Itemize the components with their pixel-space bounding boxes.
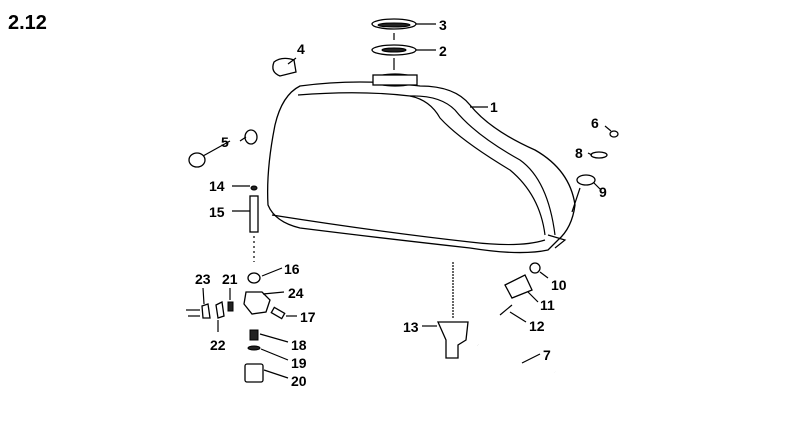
callout-8: 8: [575, 145, 583, 161]
callout-4: 4: [297, 41, 305, 57]
callout-5: 5: [221, 134, 229, 150]
callout-15: 15: [209, 204, 225, 220]
callout-23: 23: [195, 271, 211, 287]
fuel-tank: [267, 73, 576, 254]
callout-1: 1: [490, 99, 498, 115]
callouts: 1 2 3 4 5 6 7 8 9 10 11 12 13 14 15 16 1…: [195, 17, 607, 389]
callout-2: 2: [439, 43, 447, 59]
fuel-tap-13: [436, 262, 469, 359]
cap-gasket: [371, 44, 417, 70]
mount-parts-10-11-12: [499, 262, 541, 316]
callout-21: 21: [222, 271, 238, 287]
callout-24: 24: [288, 285, 304, 301]
callout-10: 10: [551, 277, 567, 293]
callout-9: 9: [599, 184, 607, 200]
figure-title: 2.12: [8, 12, 47, 34]
fuel-tap-parts: [186, 272, 286, 383]
callout-3: 3: [439, 17, 447, 33]
callout-14: 14: [209, 178, 225, 194]
callout-22: 22: [210, 337, 226, 353]
callout-12: 12: [529, 318, 545, 334]
callout-19: 19: [291, 355, 307, 371]
grommets-5: [188, 129, 258, 168]
callout-18: 18: [291, 337, 307, 353]
callout-13: 13: [403, 319, 419, 335]
leader-lines: [202, 23, 612, 379]
callout-17: 17: [300, 309, 316, 325]
callout-20: 20: [291, 373, 307, 389]
mount-parts-6-8-9: [571, 130, 619, 213]
callout-7: 7: [543, 347, 551, 363]
callout-11: 11: [540, 297, 555, 313]
filter-screen: [249, 185, 259, 262]
callout-6: 6: [591, 115, 599, 131]
callout-16: 16: [284, 261, 300, 277]
filler-cap: [371, 18, 417, 40]
